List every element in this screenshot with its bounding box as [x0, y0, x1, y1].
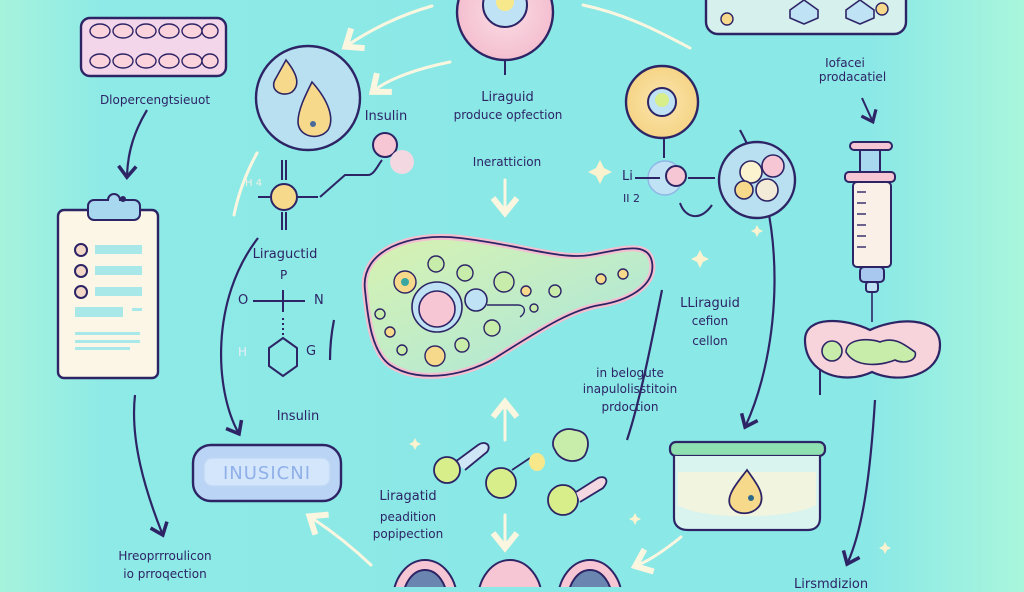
label-left-molecule-title: Liraguctid: [252, 247, 318, 262]
label-insulin-top: Insulin: [364, 109, 408, 124]
clipboard-icon: [56, 193, 160, 380]
label-bottom-left-1: Hreoprrroulicon: [118, 549, 212, 563]
container-droplet-icon: [668, 440, 827, 532]
atom-h: H: [238, 345, 248, 359]
label-center-title: Liraguid: [481, 90, 534, 105]
syringe-icon: [844, 141, 896, 322]
label-right-mid-2: cefion: [691, 314, 729, 328]
label-right-mid-3: cellon: [692, 334, 728, 348]
pill-blister-icon: [79, 16, 228, 78]
label-bottom-center-2: peadition: [379, 510, 437, 524]
pancreas-cell-icon: [361, 233, 656, 379]
droplet-bubble-icon: [254, 44, 362, 152]
bacteria-icon: [433, 428, 608, 516]
atom-o: O: [238, 293, 249, 308]
label-right-mid-1: LLiraguid: [680, 296, 740, 311]
label-center-subtitle: produce opfection: [453, 108, 563, 122]
label-right-top-1: Iofacei: [825, 56, 865, 70]
insulin-pill-text: INUSICNI: [222, 463, 312, 484]
label-li: Li: [622, 169, 633, 184]
molecule-icon: [258, 132, 414, 230]
label-center-right-1: in belogute: [596, 366, 664, 380]
label-center-right-2: inapulolisstitoin: [582, 382, 678, 396]
hexagon-tray-icon: [704, 0, 908, 36]
label-center-right-3: prdoction: [601, 400, 659, 414]
label-bottom-center-3: popipection: [372, 527, 444, 541]
label-center-interaction: Ineratticion: [472, 155, 542, 169]
caption-top-left: Dlopercengtsieuot: [99, 93, 211, 107]
pink-cell-icon: [455, 0, 555, 75]
label-right-top-2: prodacatiel: [818, 70, 887, 84]
label-bottom-left-2: io prroqection: [123, 567, 207, 581]
structural-formula-icon: [253, 290, 305, 378]
label-left-molecule-sub: P: [280, 268, 288, 282]
label-bottom-right-partial: Lirsmdizion: [794, 577, 869, 592]
label-li-sub: II 2: [623, 192, 640, 205]
label-insulin-bottom: Insulin: [276, 409, 320, 424]
label-bottom-center-1: Liragatid: [379, 489, 437, 504]
hexagon-molecule-icon: [717, 140, 797, 220]
insulin-pill-icon: [191, 443, 343, 503]
kidney-cell-icon: [803, 320, 942, 379]
atom-g: G: [306, 344, 317, 359]
bottom-cells-icon: [393, 559, 622, 587]
atom-n: N: [314, 293, 324, 308]
label-molecule-h: H 4: [245, 178, 263, 189]
yellow-cell-icon: [624, 64, 715, 217]
